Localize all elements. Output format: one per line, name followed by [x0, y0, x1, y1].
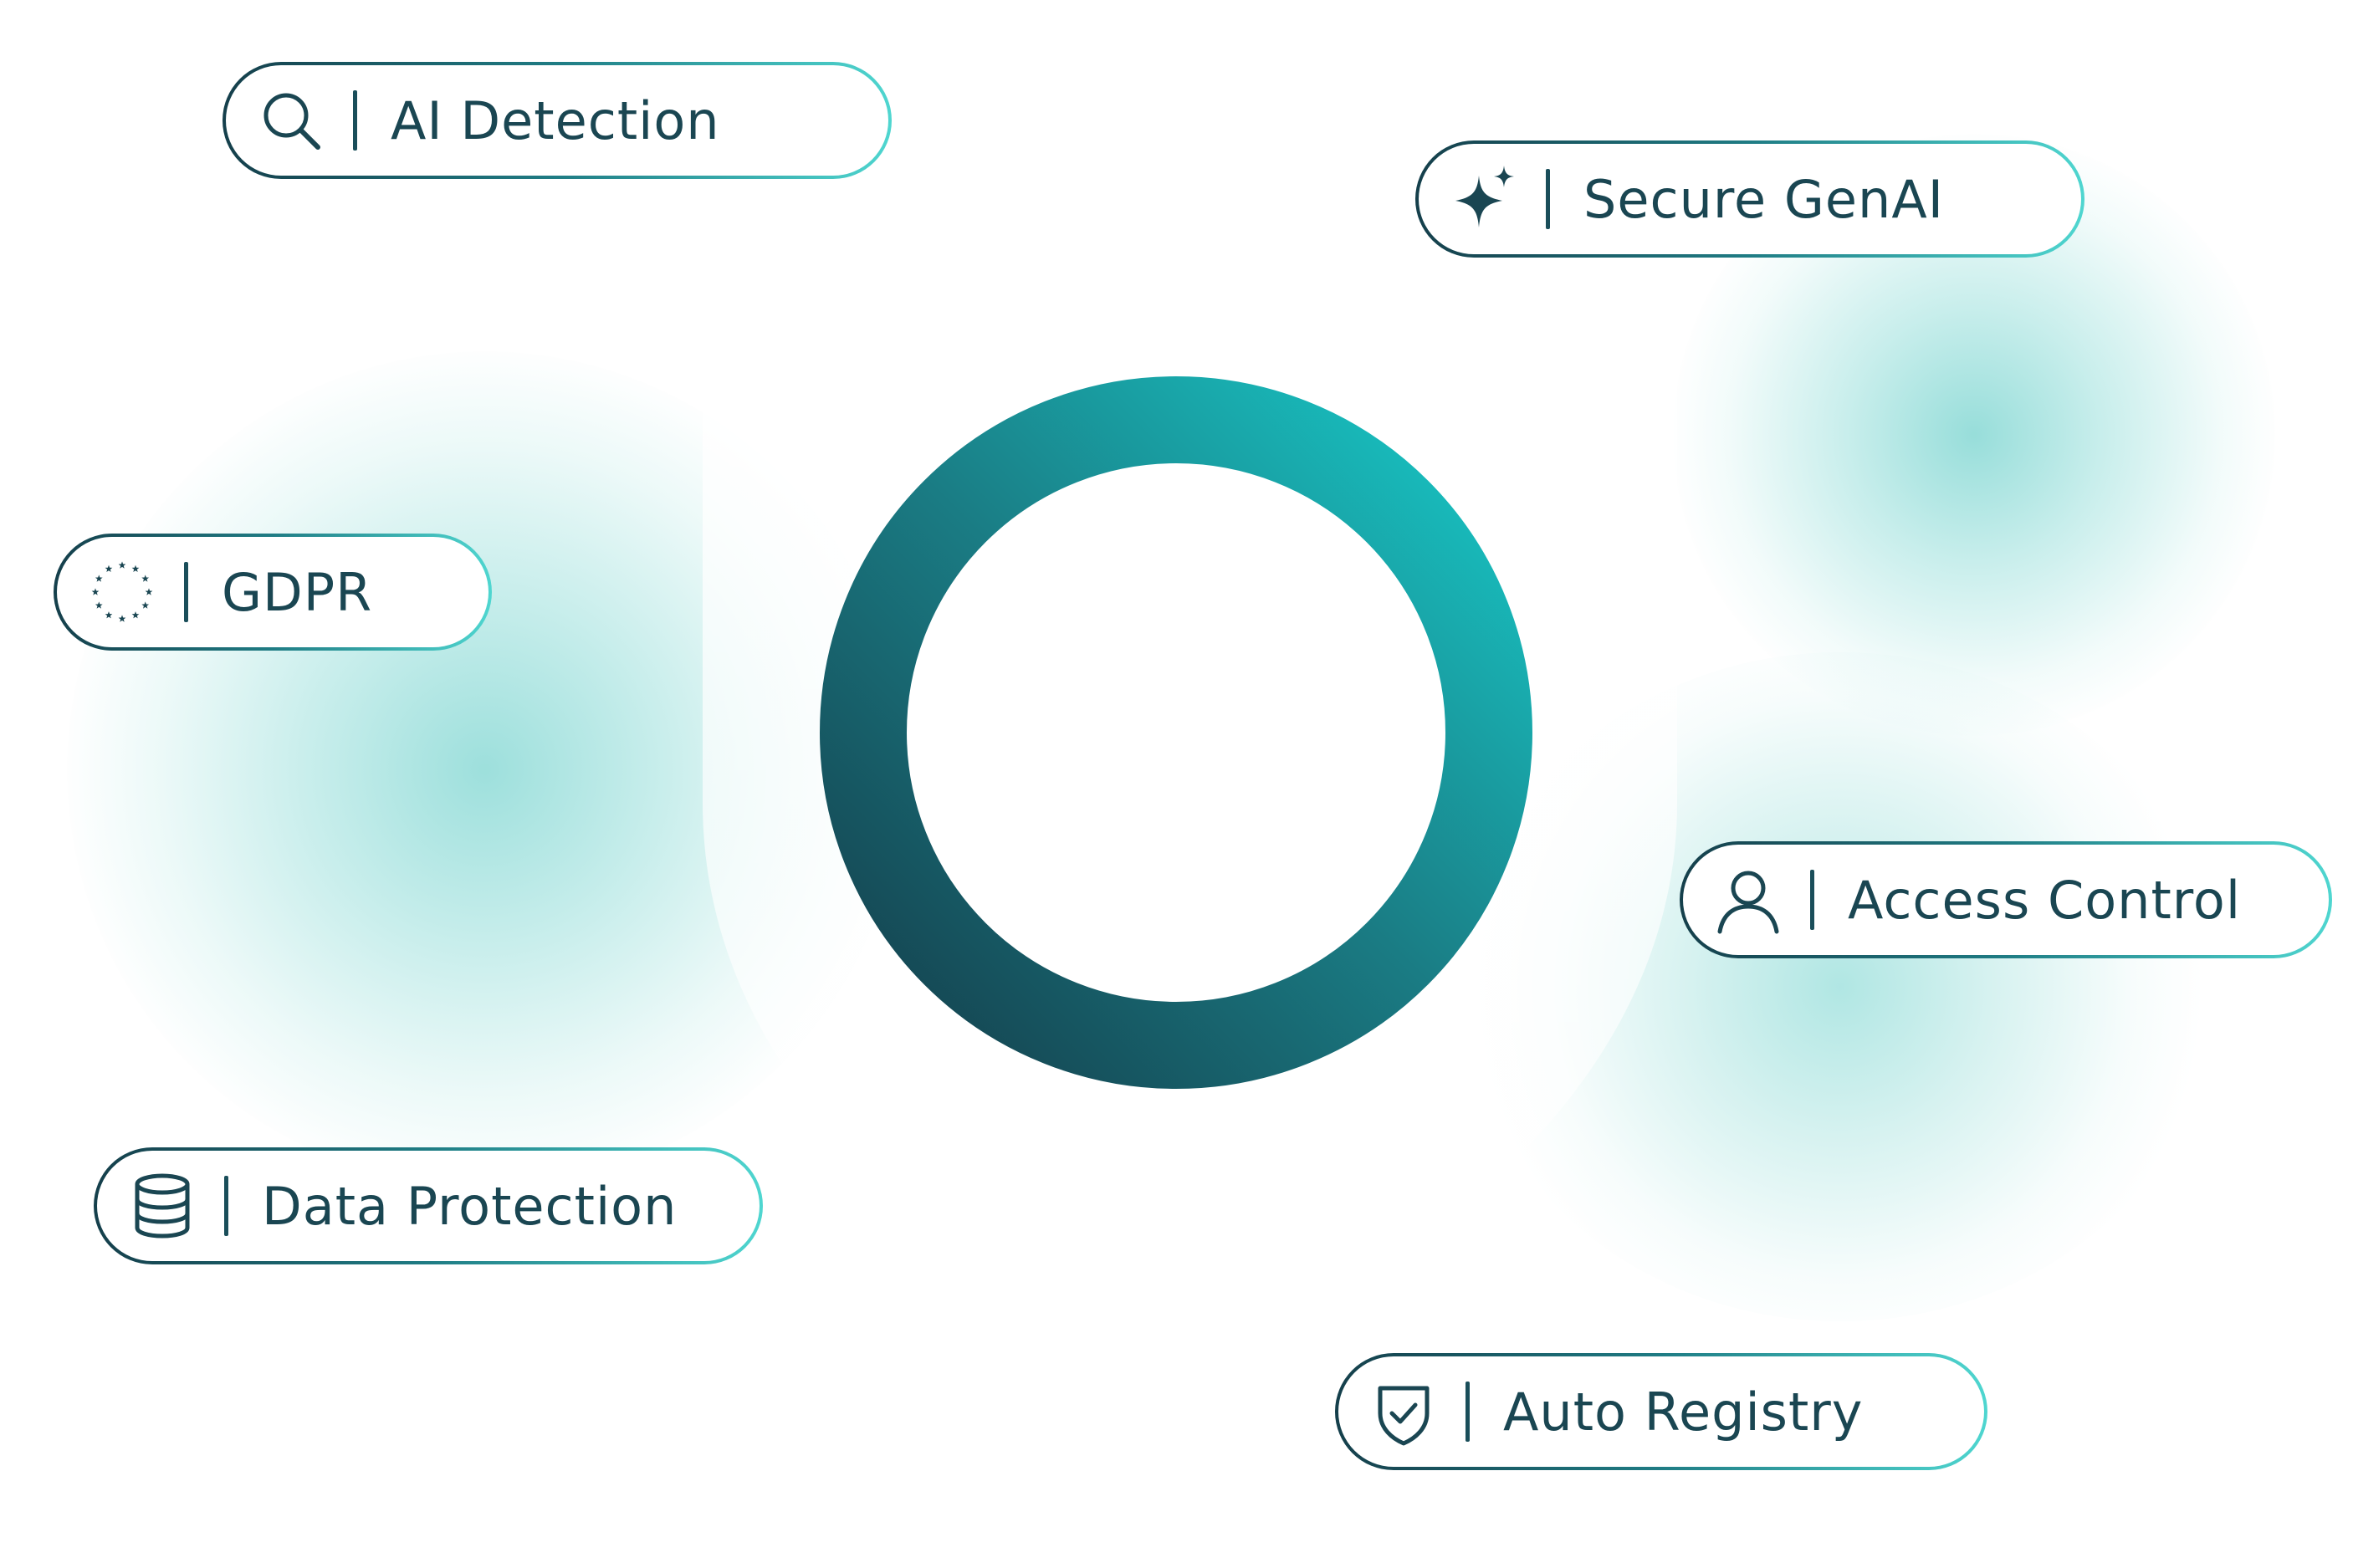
separator: [224, 1176, 228, 1236]
search-icon: [256, 85, 326, 156]
database-icon: [127, 1171, 197, 1241]
badge-ai-detection: AI Detection: [223, 62, 892, 179]
badge-auto-registry: Auto Registry: [1335, 1353, 1987, 1470]
separator: [1810, 870, 1814, 930]
badge-gdpr: GDPR: [54, 534, 492, 651]
badge-label: Secure GenAI: [1583, 168, 1945, 230]
badge-label: Data Protection: [262, 1175, 678, 1237]
glow-right-mid: [1464, 652, 2217, 1321]
user-icon: [1713, 865, 1783, 935]
badge-label: AI Detection: [391, 89, 720, 151]
separator: [353, 90, 357, 151]
badge-label: Auto Registry: [1503, 1381, 1864, 1443]
separator: [1546, 169, 1550, 229]
badge-label: Access Control: [1848, 869, 2242, 931]
sparkles-icon: [1449, 164, 1519, 234]
separator: [184, 562, 188, 622]
badge-secure-genai: Secure GenAI: [1415, 140, 2084, 258]
separator: [1466, 1382, 1470, 1442]
badge-label: GDPR: [222, 561, 373, 623]
shield-check-icon: [1368, 1376, 1439, 1447]
glow-left: [67, 351, 903, 1187]
badge-data-protection: Data Protection: [94, 1147, 763, 1264]
badge-access-control: Access Control: [1680, 841, 2332, 958]
eu-stars-icon: [87, 557, 157, 627]
